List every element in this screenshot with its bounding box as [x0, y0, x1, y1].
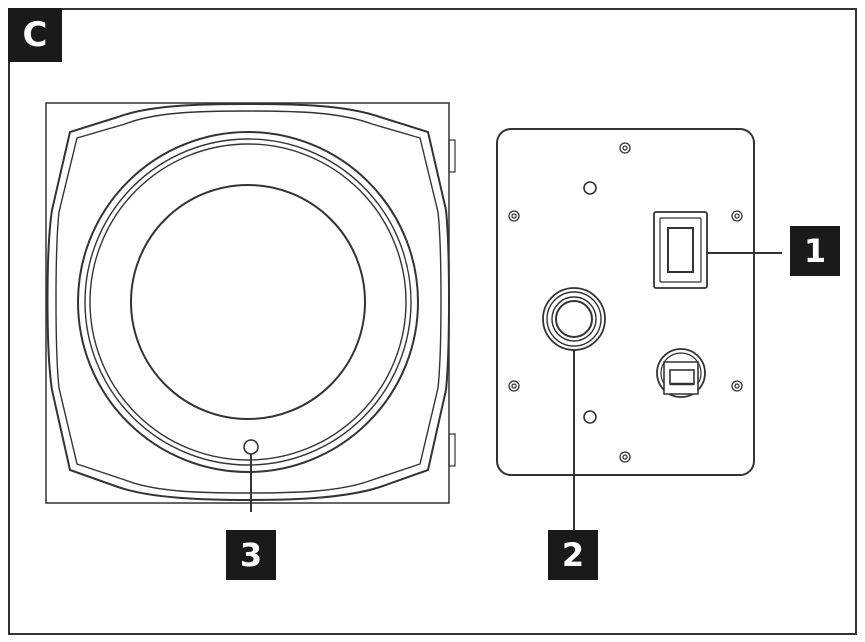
outer-cover: [46, 102, 450, 502]
callout-1: 1: [790, 226, 840, 276]
connector-socket: [656, 348, 706, 398]
bezel-ring-outer: [77, 131, 419, 473]
rear-panel-plate: [496, 128, 755, 476]
bezel-ring-mid: [84, 138, 412, 466]
indicator-hole: [243, 439, 259, 455]
power-switch: [653, 211, 708, 289]
bezel-ring-inner: [89, 143, 407, 461]
callout-2: 2: [548, 530, 598, 580]
side-tab-bottom: [448, 433, 456, 467]
section-label: C: [8, 8, 62, 62]
side-tab-top: [448, 139, 456, 173]
screw: [508, 380, 520, 392]
screw: [731, 210, 743, 222]
front-view: [45, 102, 456, 512]
mount-hole-bottom: [583, 410, 597, 424]
lens-circle: [130, 184, 366, 420]
screw: [619, 142, 631, 154]
cable-port: [542, 287, 606, 351]
mount-hole-top: [583, 181, 597, 195]
screw: [619, 451, 631, 463]
screw: [508, 210, 520, 222]
rear-panel: [496, 128, 782, 532]
inner-cover-band: [55, 110, 442, 494]
figure-frame: [8, 8, 857, 635]
screw: [731, 380, 743, 392]
front-housing-box: [45, 102, 450, 504]
callout-3: 3: [226, 530, 276, 580]
